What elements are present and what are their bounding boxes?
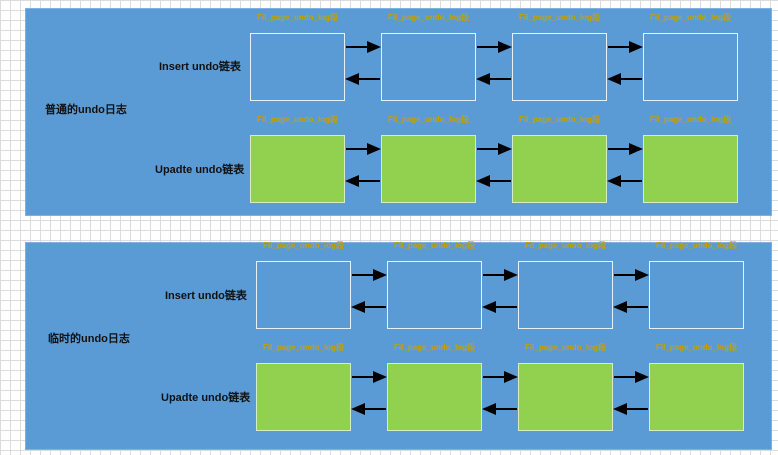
temporary-insert-list-label: Insert undo链表 — [165, 290, 247, 302]
page-segment-tag: Fil_page_undo_log段 — [650, 115, 731, 124]
page-segment-tag: Fil_page_undo_log段 — [519, 13, 600, 22]
update-undo-page — [256, 363, 351, 431]
insert-undo-page — [649, 261, 744, 329]
page-segment-tag: Fil_page_undo_log段 — [388, 115, 469, 124]
regular-undo-title: 普通的undo日志 — [45, 104, 127, 116]
page-segment-tag: Fil_page_undo_log段 — [656, 241, 737, 250]
update-undo-page — [649, 363, 744, 431]
insert-undo-page — [512, 33, 607, 101]
update-undo-page — [387, 363, 482, 431]
insert-undo-page — [518, 261, 613, 329]
page-segment-tag: Fil_page_undo_log段 — [519, 115, 600, 124]
page-segment-tag: Fil_page_undo_log段 — [650, 13, 731, 22]
page-segment-tag: Fil_page_undo_log段 — [388, 13, 469, 22]
temporary-undo-title: 临时的undo日志 — [48, 333, 130, 345]
update-undo-page — [518, 363, 613, 431]
page-segment-tag: Fil_page_undo_log段 — [263, 241, 344, 250]
insert-undo-page — [256, 261, 351, 329]
insert-undo-page — [250, 33, 345, 101]
update-undo-page — [250, 135, 345, 203]
page-segment-tag: Fil_page_undo_log段 — [257, 115, 338, 124]
update-undo-page — [381, 135, 476, 203]
temporary-update-list-label: Upadte undo链表 — [161, 392, 251, 404]
regular-update-list-label: Upadte undo链表 — [155, 164, 245, 176]
page-segment-tag: Fil_page_undo_log段 — [257, 13, 338, 22]
page-segment-tag: Fil_page_undo_log段 — [394, 241, 475, 250]
insert-undo-page — [387, 261, 482, 329]
page-segment-tag: Fil_page_undo_log段 — [525, 241, 606, 250]
page-segment-tag: Fil_page_undo_log段 — [394, 343, 475, 352]
update-undo-page — [643, 135, 738, 203]
update-undo-page — [512, 135, 607, 203]
insert-undo-page — [643, 33, 738, 101]
page-segment-tag: Fil_page_undo_log段 — [263, 343, 344, 352]
page-segment-tag: Fil_page_undo_log段 — [656, 343, 737, 352]
insert-undo-page — [381, 33, 476, 101]
page-segment-tag: Fil_page_undo_log段 — [525, 343, 606, 352]
regular-insert-list-label: Insert undo链表 — [159, 61, 241, 73]
